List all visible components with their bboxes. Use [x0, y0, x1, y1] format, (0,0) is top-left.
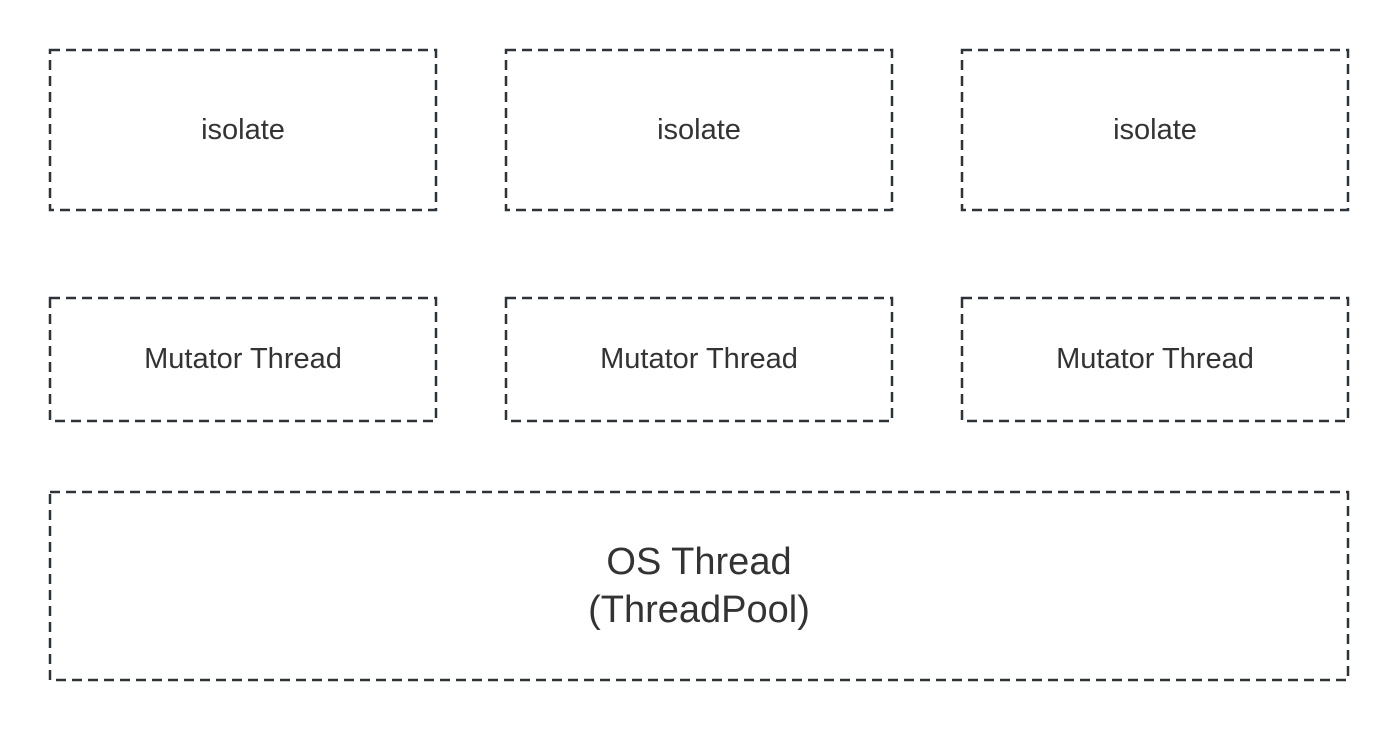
mutator-thread-label-1: Mutator Thread — [144, 343, 342, 375]
isolate-label-1: isolate — [201, 113, 285, 146]
isolate-box-3 — [960, 48, 1350, 212]
os-thread-title: OS Thread — [606, 541, 792, 583]
mutator-thread-box-3 — [960, 296, 1350, 423]
isolate-label-2: isolate — [657, 113, 741, 146]
isolate-label-3: isolate — [1113, 113, 1197, 146]
mutator-thread-label-2: Mutator Thread — [600, 343, 798, 375]
isolate-box-2 — [504, 48, 894, 212]
os-thread-subtitle: (ThreadPool) — [588, 589, 810, 631]
os-thread-label: OS Thread (ThreadPool) — [50, 492, 1348, 680]
mutator-thread-label-3: Mutator Thread — [1056, 343, 1254, 375]
isolate-box-1 — [48, 48, 438, 212]
mutator-thread-box-2 — [504, 296, 894, 423]
os-thread-box — [48, 490, 1350, 682]
mutator-thread-box-1 — [48, 296, 438, 423]
